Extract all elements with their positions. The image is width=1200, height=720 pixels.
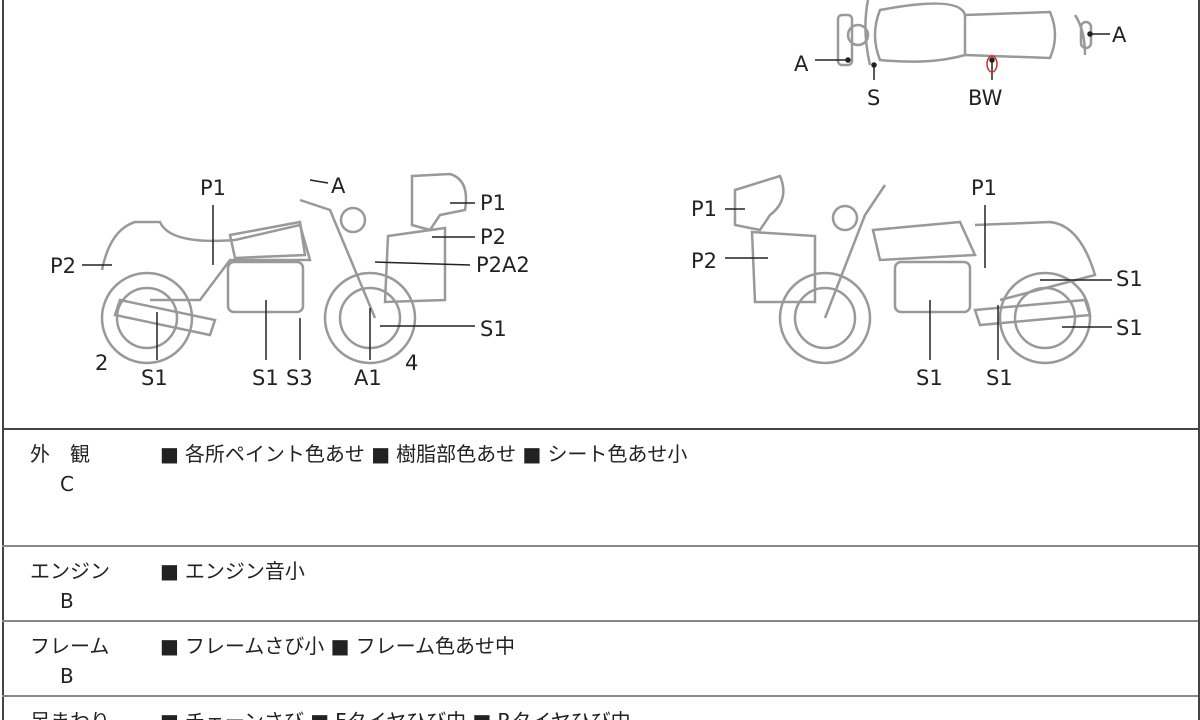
label-left: S1 — [252, 366, 279, 390]
divider — [2, 620, 1198, 622]
bullet-icon: ■ — [310, 709, 329, 720]
item: Rタイヤひび中 — [497, 709, 630, 720]
label-top-a: A — [794, 52, 809, 76]
section-category: 足まわり — [30, 705, 110, 720]
section-items: ■ チェーンさび ■ Fタイヤひび中 ■ Rタイヤひび中 — [160, 705, 631, 720]
item: フレームさび小 — [184, 634, 325, 658]
item: エンジン音小 — [184, 559, 305, 583]
label-right: S1 — [1116, 316, 1143, 340]
label-left: S1 — [141, 366, 168, 390]
label-top-bw: BW — [968, 86, 1003, 110]
item: フレーム色あせ中 — [355, 634, 515, 658]
label-left: S3 — [286, 366, 313, 390]
label-left: 4 — [405, 351, 419, 375]
label-left: S1 — [480, 317, 507, 341]
divider — [2, 695, 1198, 697]
label-top-a: A — [1112, 23, 1127, 47]
divider — [2, 428, 1198, 430]
label-left: P2 — [480, 225, 507, 249]
bullet-icon: ■ — [330, 634, 350, 658]
bullet-icon: ■ — [160, 559, 179, 583]
label-right: P1 — [691, 197, 718, 221]
bullet-icon: ■ — [522, 442, 542, 466]
label-left: P2 — [50, 254, 77, 278]
damage-highlight-circle — [986, 55, 998, 73]
item: 樹脂部色あせ — [396, 442, 517, 466]
section-grade: B — [60, 664, 74, 688]
label-right: S1 — [1116, 267, 1143, 291]
label-right: P1 — [971, 176, 998, 200]
label-left: A — [331, 174, 346, 198]
left-view-leaders — [82, 179, 475, 360]
item: チェーンさび — [185, 709, 304, 720]
section-grade: B — [60, 589, 74, 613]
section-items: ■フレームさび小 ■フレーム色あせ中 — [160, 630, 515, 659]
bullet-icon: ■ — [371, 442, 391, 466]
label-left: P1 — [200, 176, 227, 200]
right-view-leaders — [725, 205, 1112, 360]
label-right: S1 — [986, 366, 1013, 390]
bullet-icon: ■ — [472, 709, 491, 720]
label-right: P2 — [691, 249, 718, 273]
section-category: フレーム — [30, 634, 110, 658]
bullet-icon: ■ — [160, 709, 179, 720]
item: Fタイヤひび中 — [335, 709, 466, 720]
motorcycle-diagrams — [82, 0, 1112, 365]
label-left: P2A2 — [476, 253, 530, 277]
divider — [2, 545, 1198, 547]
section-items: ■エンジン音小 — [160, 555, 305, 584]
label-left: 2 — [95, 351, 109, 375]
right-side-motorcycle — [733, 174, 1097, 365]
label-top-s: S — [867, 86, 881, 110]
section-category: エンジン — [30, 559, 110, 583]
item: シート色あせ小 — [547, 442, 688, 466]
label-left: A1 — [354, 366, 382, 390]
bullet-icon: ■ — [160, 634, 179, 658]
top-view-leaders — [815, 31, 1110, 80]
label-right: S1 — [916, 366, 943, 390]
section-grade: C — [60, 472, 74, 496]
top-view-motorcycle — [836, 0, 1093, 67]
bullet-icon: ■ — [160, 442, 179, 466]
section-items: ■各所ペイント色あせ ■樹脂部色あせ ■シート色あせ小 — [160, 438, 687, 467]
item: 各所ペイント色あせ — [184, 442, 365, 466]
label-left: P1 — [480, 191, 507, 215]
section-category: 外 観 — [30, 442, 90, 466]
